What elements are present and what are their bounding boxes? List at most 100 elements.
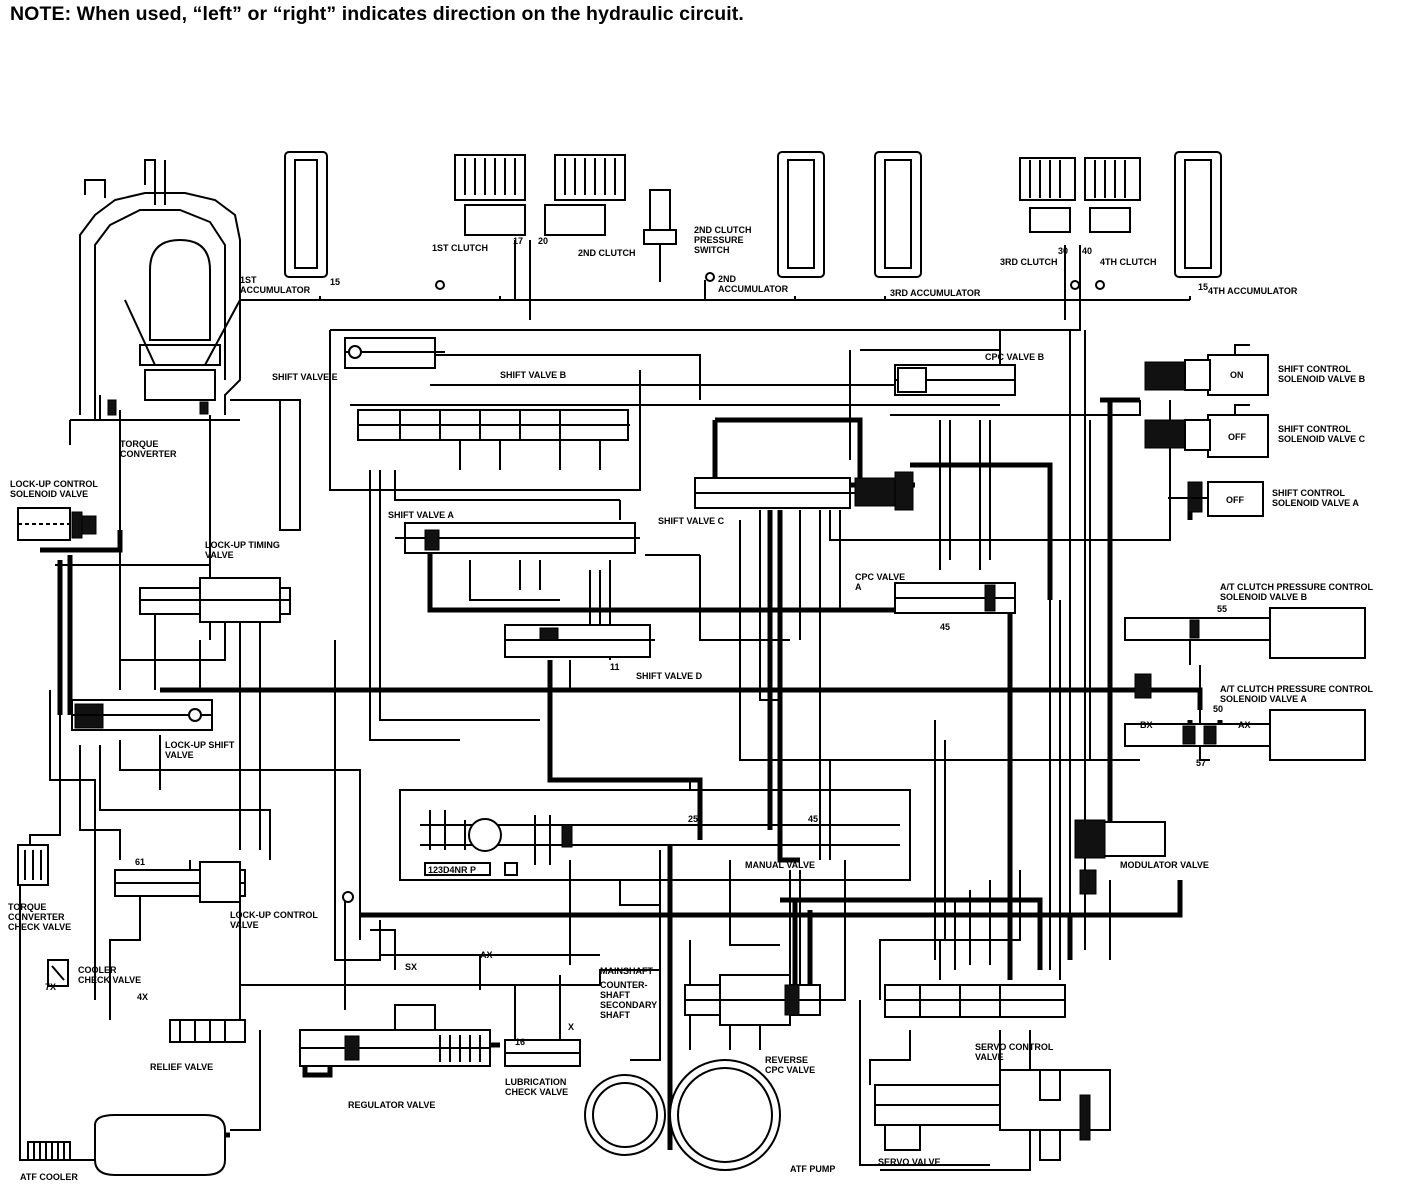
label-line: SHIFT VALVE B	[500, 370, 567, 380]
port-code: SX	[405, 962, 417, 972]
fourth-accumulator	[1174, 151, 1222, 278]
label-line: RELIEF VALVE	[150, 1062, 213, 1072]
label-line: A/T CLUTCH PRESSURE CONTROL	[1220, 582, 1374, 592]
label-shift-valve-b: SHIFT VALVE B	[500, 370, 567, 380]
manual-valve: 123D4NR P	[420, 810, 900, 876]
orifices	[435, 272, 1105, 290]
label-line: SOLENOID VALVE	[10, 489, 88, 499]
shift-valve-b	[357, 409, 630, 441]
torque-converter	[69, 238, 241, 445]
port-code: 20	[538, 236, 548, 246]
label-line: 1ST CLUTCH	[432, 243, 488, 253]
servo-valve	[874, 1069, 1111, 1161]
port-code: AX	[1238, 720, 1251, 730]
label-line: COOLER	[78, 965, 117, 975]
label-line: SOLENOID VALVE B	[1220, 592, 1308, 602]
label-line: CHECK VALVE	[78, 975, 141, 985]
label-line: SHIFT CONTROL	[1278, 424, 1351, 434]
label-shift-valve-d: SHIFT VALVE D	[636, 671, 703, 681]
port-code: BX	[1140, 720, 1153, 730]
atcpc-solenoid-b	[1124, 607, 1366, 659]
label-line: LUBRICATION	[505, 1077, 566, 1087]
label-line: VALVE	[230, 920, 259, 930]
label-line: 1ST	[240, 275, 257, 285]
label-line: CHECK VALVE	[505, 1087, 568, 1097]
relief-valve	[169, 1019, 246, 1043]
label-line: 4TH CLUTCH	[1100, 257, 1157, 267]
label-line: ATF COOLER	[20, 1172, 78, 1182]
atf-cooler	[27, 1114, 226, 1176]
shift-valve-e	[344, 337, 445, 369]
shift-valve-c	[694, 471, 914, 511]
port-code: AX	[480, 950, 493, 960]
label-regulator-valve: REGULATOR VALVE	[348, 1100, 435, 1110]
port-code: 57	[1196, 758, 1206, 768]
label-line: REGULATOR VALVE	[348, 1100, 435, 1110]
shift-valve-d	[504, 624, 655, 658]
third-clutch	[1019, 157, 1076, 233]
label-line: SERVO VALVE	[878, 1157, 941, 1167]
label-line: SHIFT VALVE D	[636, 671, 703, 681]
label-line: SHIFT VALVE C	[658, 516, 725, 526]
label-line: LOCK-UP SHIFT	[165, 740, 235, 750]
port-code: 50	[1213, 704, 1223, 714]
label-line: CPC VALVE	[765, 1065, 815, 1075]
label-fourth-accumulator: 4TH ACCUMULATOR	[1208, 286, 1298, 296]
label-countershaft: COUNTER-SHAFT	[600, 980, 648, 1000]
label-atf-pump: ATF PUMP	[790, 1164, 835, 1174]
label-line: VALVE	[165, 750, 194, 760]
label-line: 3RD ACCUMULATOR	[890, 288, 981, 298]
atf-pump	[584, 1059, 781, 1171]
solenoid-state-labels: ON OFF OFF	[1226, 370, 1246, 505]
atcpc-solenoid-a	[1124, 673, 1366, 761]
label-line: CONVERTER	[8, 912, 65, 922]
hydraulic-lines	[19, 159, 1210, 1171]
label-atf-cooler: ATF COOLER	[20, 1172, 78, 1182]
label-shift-valve-c: SHIFT VALVE C	[658, 516, 725, 526]
shift-solenoid-c	[1144, 404, 1269, 458]
modulator-valve	[1074, 819, 1166, 895]
label-line: CONVERTER	[120, 449, 177, 459]
label-line: 4TH ACCUMULATOR	[1208, 286, 1298, 296]
shift-solenoid-a	[1168, 481, 1264, 517]
port-code: X	[568, 1022, 574, 1032]
label-line: SOLENOID VALVE A	[1272, 498, 1359, 508]
note-text: NOTE: When used, “left” or “right” indic…	[10, 3, 744, 25]
label-line: CPC VALVE	[855, 572, 905, 582]
label-line: SHIFT CONTROL	[1272, 488, 1345, 498]
port-code: 30	[1058, 246, 1068, 256]
label-line: SERVO CONTROL	[975, 1042, 1054, 1052]
label-servo-valve: SERVO VALVE	[878, 1157, 941, 1167]
port-code: 7X	[45, 982, 56, 992]
lockup-shift-valve	[71, 699, 213, 731]
label-first-clutch: 1ST CLUTCH	[432, 243, 488, 253]
label-line: SHIFT CONTROL	[1278, 364, 1351, 374]
lubrication-check-valve	[504, 1039, 581, 1067]
shift-position-indicator: 123D4NR P	[424, 862, 518, 876]
port-code: 11	[610, 662, 620, 672]
label-line: REVERSE	[765, 1055, 808, 1065]
label-cpc-valve-b: CPC VALVE B	[985, 352, 1045, 362]
label-mainshaft: MAINSHAFT	[600, 966, 653, 976]
fourth-clutch	[1084, 157, 1141, 233]
cpc-valve-a	[894, 582, 1016, 614]
label-line: SHAFT	[600, 990, 630, 1000]
label-line: MANUAL VALVE	[745, 860, 815, 870]
servo-control-valve	[884, 984, 1066, 1018]
label-line: MODULATOR VALVE	[1120, 860, 1209, 870]
